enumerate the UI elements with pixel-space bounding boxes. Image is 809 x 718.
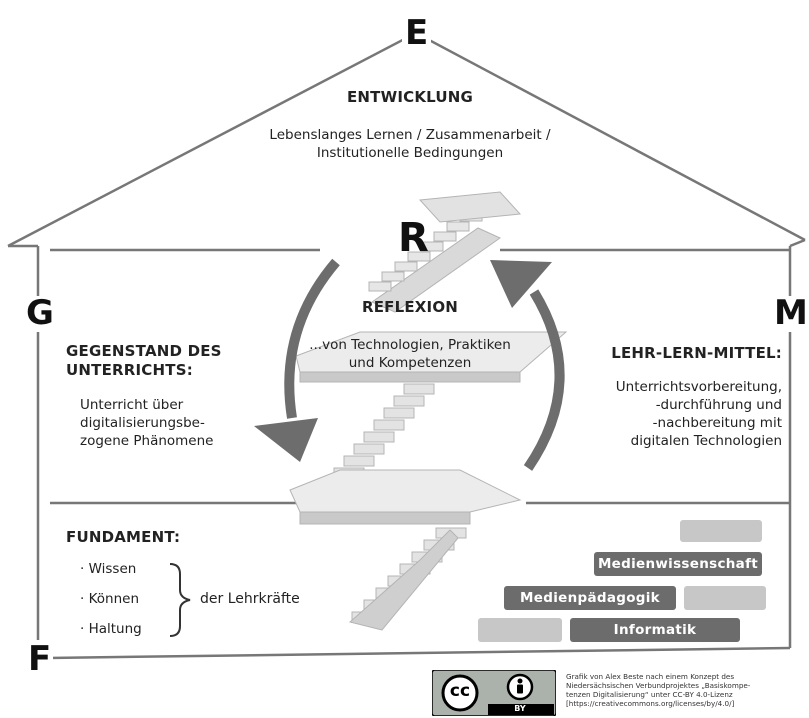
letter-r: R — [398, 215, 429, 261]
staircase — [289, 191, 568, 631]
reflexion-line-1: ...von Technologien, Praktiken — [309, 337, 511, 353]
fundament-title: FUNDAMENT: — [66, 528, 181, 546]
letter-e: E — [402, 16, 432, 50]
credit-line-4: [https://creativecommons.org/licenses/by… — [566, 699, 735, 708]
credit-line-2: Niedersächsischen Verbundprojektes „Basi… — [566, 681, 751, 690]
letter-m: M — [772, 293, 809, 333]
lehrlern-line-1: Unterrichtsvorbereitung, — [615, 379, 782, 395]
fundament-item-wissen-label: Wissen — [88, 561, 137, 577]
reflexion-title: REFLEXION — [361, 298, 459, 316]
gegenstand-line-3: zogene Phänomene — [80, 433, 214, 449]
fundament-item-haltung: · Haltung — [80, 621, 142, 637]
brick-medienpaedagogik: Medienpädagogik — [504, 586, 676, 610]
fundament-item-koennen: · Können — [80, 591, 140, 607]
letter-f: F — [26, 639, 54, 679]
gegenstand-title-1: GEGENSTAND DES — [66, 342, 222, 360]
curly-brace — [169, 563, 191, 637]
roof-line-1: Lebenslanges Lernen / Zusammenarbeit / — [269, 127, 551, 143]
arrow-right-up — [523, 289, 565, 471]
brick-medienwissenschaft: Medienwissenschaft — [594, 552, 762, 576]
brick-bottom-left — [478, 618, 562, 642]
roof-line-2: Institutionelle Bedingungen — [316, 145, 504, 161]
arrow-left-down — [284, 258, 340, 419]
brick-top — [680, 520, 762, 542]
gegenstand-line-1: Unterricht über — [80, 397, 184, 413]
lehrlern-line-3: -nachbereitung mit — [652, 415, 782, 431]
fundament-item-haltung-label: Haltung — [88, 621, 142, 637]
gegenstand-line-2: digitalisierungsbe- — [80, 415, 205, 431]
credit-line-3: tenzen Digitalisierung“ unter CC-BY 4.0-… — [566, 690, 733, 699]
by-label: BY — [514, 704, 526, 713]
fundament-item-koennen-label: Können — [88, 591, 140, 607]
credit-line-1: Grafik von Alex Beste nach einem Konzept… — [566, 672, 735, 681]
cc-by-badge — [432, 670, 556, 716]
roof-title: ENTWICKLUNG — [346, 88, 474, 106]
fundament-item-wissen: · Wissen — [80, 561, 137, 577]
arrowhead-left — [254, 418, 318, 462]
arrowhead-right — [490, 260, 552, 308]
brick-informatik: Informatik — [570, 618, 740, 642]
letter-g: G — [24, 293, 56, 333]
reflexion-line-2: und Kompetenzen — [348, 355, 472, 371]
fundament-suffix: der Lehrkräfte — [200, 591, 300, 607]
brick-right-middle — [684, 586, 766, 610]
lehrlern-line-4: digitalen Technologien — [630, 433, 782, 449]
cycle-arrows — [284, 258, 565, 471]
lehrlern-title: LEHR-LERN-MITTEL: — [611, 344, 782, 362]
ground-line — [47, 646, 791, 660]
lehrlern-line-2: -durchführung und — [655, 397, 782, 413]
gegenstand-title-2: UNTERRICHTS: — [66, 361, 193, 379]
cc-label: cc — [449, 681, 471, 701]
